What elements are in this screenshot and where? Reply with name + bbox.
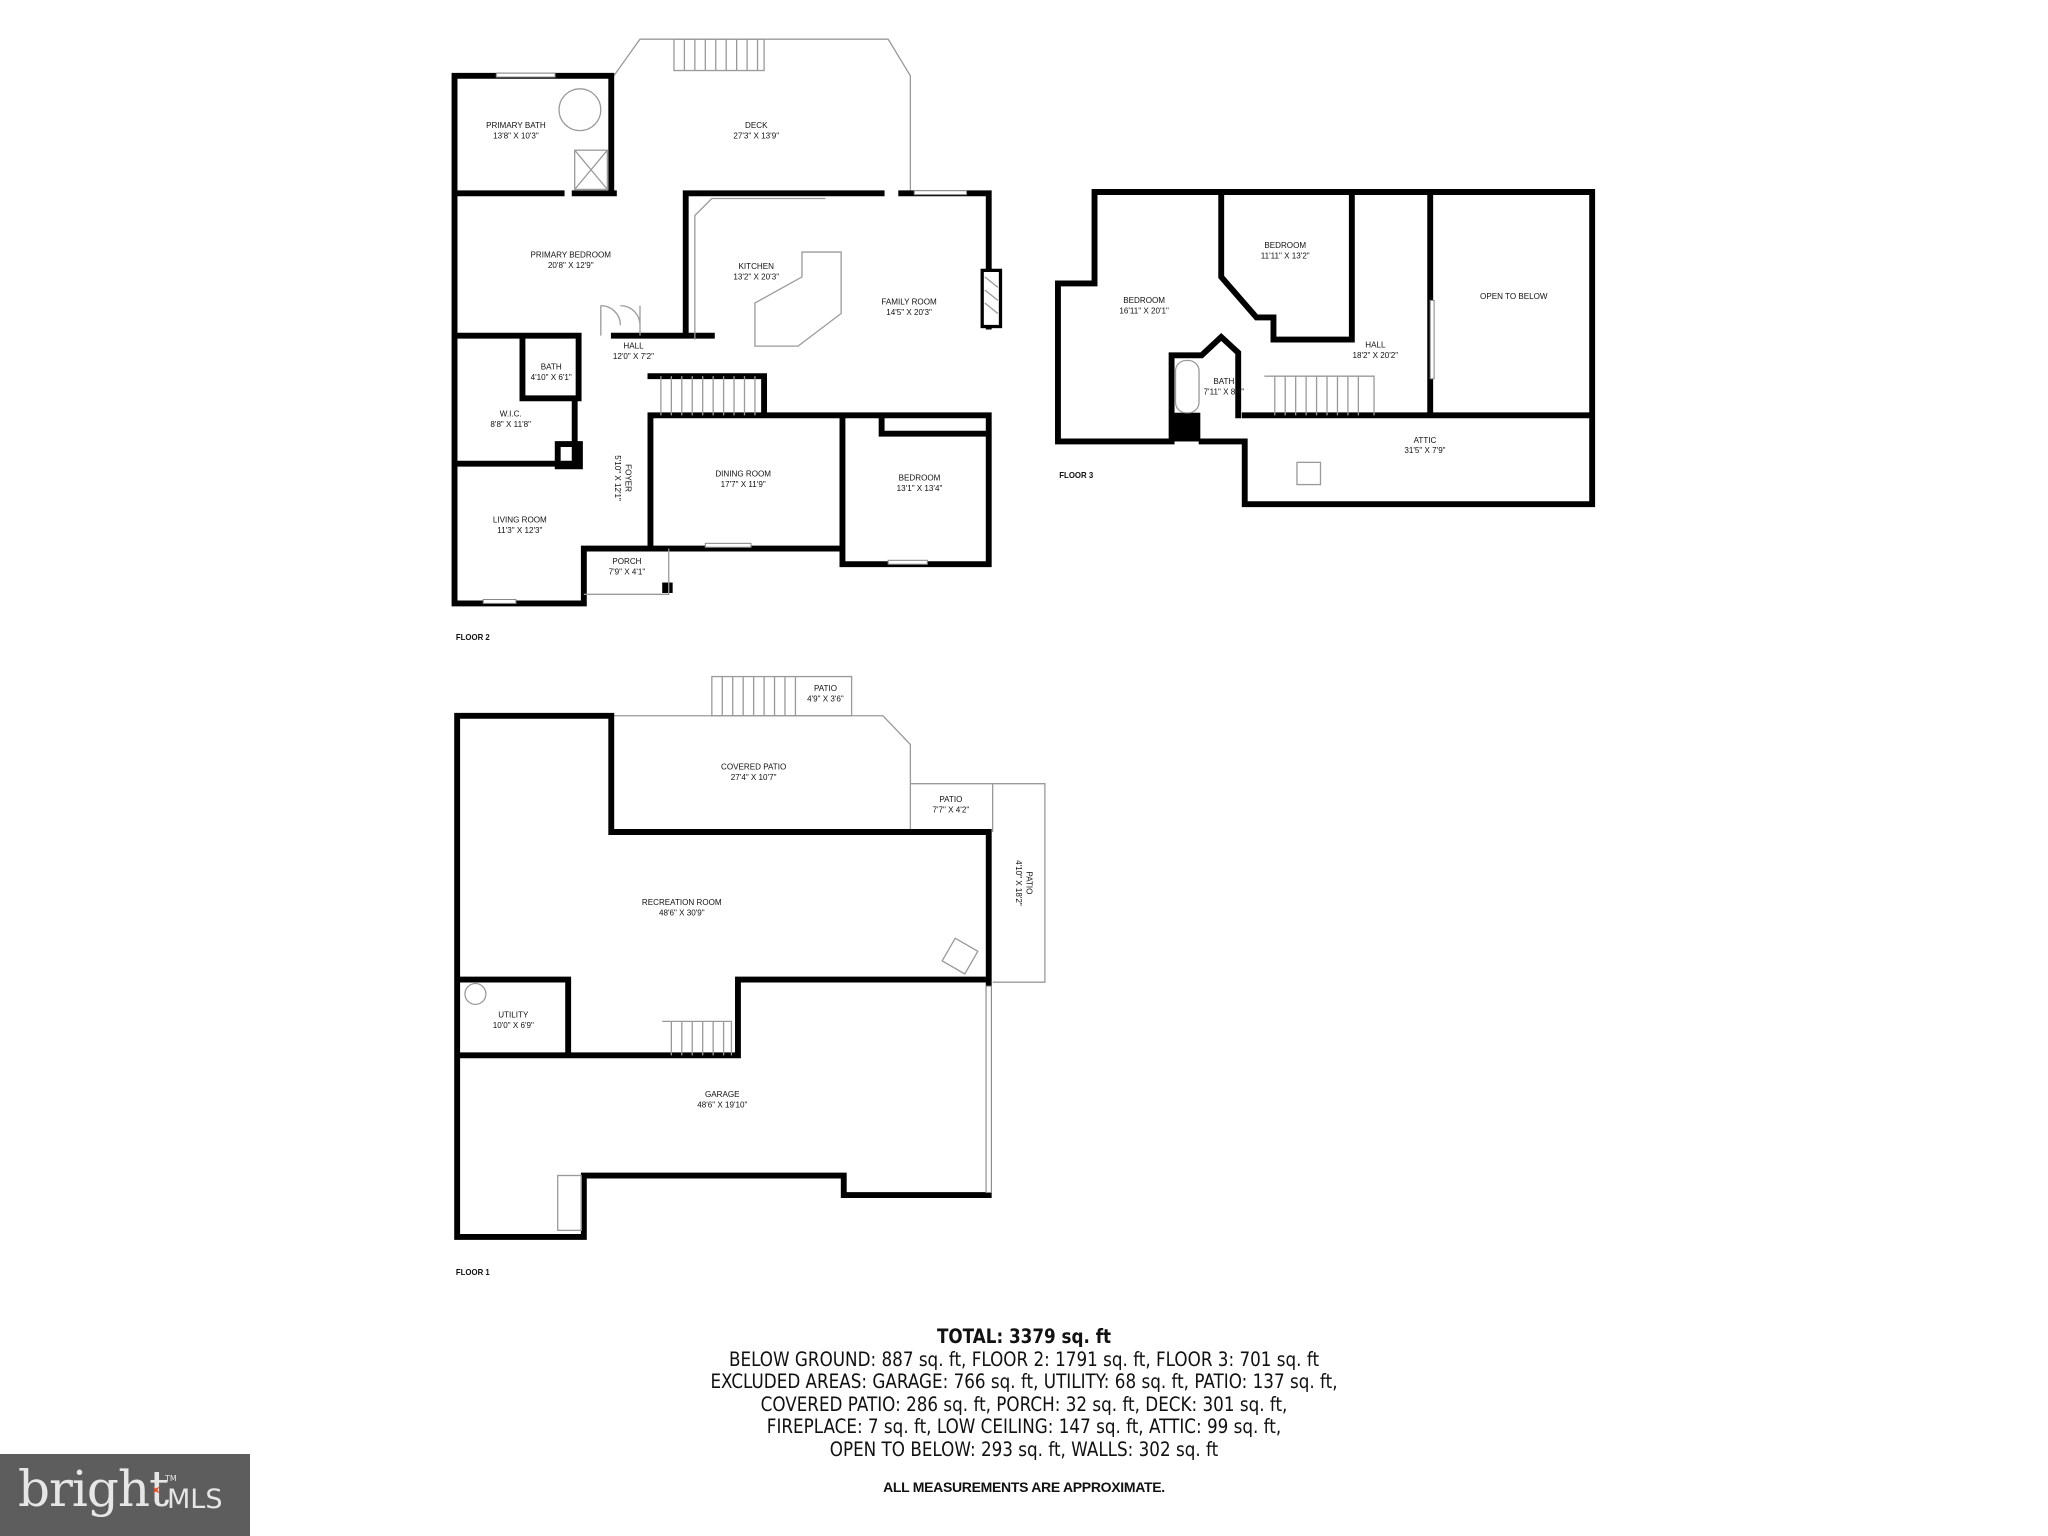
logo-suffix: MLS	[167, 1484, 223, 1515]
room-name: OPEN TO BELOW	[1480, 292, 1548, 301]
room-dims: 7'9" X 4'1"	[609, 568, 646, 577]
chimney	[1171, 412, 1201, 442]
covered-patio-outline	[611, 715, 1046, 983]
room-dims: 4'9" X 3'6"	[807, 694, 844, 703]
room-dims: 31'5" X 7'9"	[1404, 446, 1445, 455]
room-dims: 13'2" X 20'3"	[733, 273, 779, 282]
room-name: HALL	[1365, 340, 1386, 349]
room-name: UTILITY	[498, 1010, 529, 1019]
area-summary: TOTAL: 3379 sq. ft BELOW GROUND: 887 sq.…	[0, 1325, 2048, 1495]
stairs	[662, 1020, 733, 1056]
kitchen-island	[754, 251, 842, 347]
stairs	[660, 376, 756, 416]
room-name: DECK	[745, 121, 768, 130]
fireplace	[980, 268, 1003, 329]
summary-line: OPEN TO BELOW: 293 sq. ft, WALLS: 302 sq…	[829, 1437, 1219, 1461]
room-dims: 27'3" X 13'9"	[733, 131, 779, 140]
garage-door	[985, 985, 992, 1194]
disclaimer: ALL MEASUREMENTS ARE APPROXIMATE.	[883, 1479, 1165, 1495]
deck-outline	[613, 38, 912, 194]
room-dims: 10'0" X 6'9"	[493, 1021, 534, 1030]
bathtub	[1174, 359, 1200, 414]
room-dims: 8'8" X 11'8"	[490, 420, 531, 429]
deck-stairs	[673, 38, 765, 72]
room-name: PATIO	[1025, 871, 1034, 894]
room-dims: 20'8" X 12'9"	[548, 261, 594, 270]
kitchen-counter	[694, 197, 826, 340]
porch-outline	[583, 548, 670, 595]
water-heater	[464, 982, 487, 1006]
room-name: COVERED PATIO	[721, 762, 786, 771]
summary-line: BELOW GROUND: 887 sq. ft, FLOOR 2: 1791 …	[728, 1347, 1320, 1371]
stairs	[1264, 375, 1375, 416]
room-name: FAMILY ROOM	[881, 297, 937, 306]
room-dims: 13'1" X 13'4"	[897, 484, 943, 493]
shower	[574, 149, 608, 191]
floor-3-plan: BEDROOM 16'11" X 20'1" BEDROOM 11'11" X …	[1055, 189, 1596, 508]
total-area: TOTAL: 3379 sq. ft	[936, 1325, 1112, 1348]
room-name: BEDROOM	[899, 474, 941, 483]
room-name: PATIO	[814, 684, 837, 693]
room-dims: 17'7" X 11'9"	[721, 480, 766, 489]
room-name: BATH	[541, 363, 562, 372]
attic-hatch	[1296, 461, 1322, 486]
floor-label: FLOOR 3	[1059, 471, 1094, 480]
room-name: FOYER	[624, 464, 633, 492]
logo-brand: bright	[18, 1460, 169, 1518]
fireplace	[941, 937, 979, 975]
floor-3-walls	[1055, 189, 1596, 508]
summary-line: EXCLUDED AREAS: GARAGE: 766 sq. ft, UTIL…	[710, 1370, 1338, 1393]
room-dims: 48'6" X 30'9"	[659, 909, 705, 918]
room-dims: 7'11" X 8'4"	[1204, 387, 1245, 396]
room-dims: 11'11" X 13'2"	[1261, 252, 1310, 261]
room-name: ATTIC	[1414, 436, 1437, 445]
room-name: KITCHEN	[739, 262, 775, 271]
room-dims: 16'11" X 20'1"	[1119, 306, 1169, 315]
room-dims: 4'10" X 18'2"	[1014, 860, 1023, 906]
room-dims: 18'2" X 20'2"	[1353, 351, 1399, 360]
summary-line: FIREPLACE: 7 sq. ft, LOW CEILING: 147 sq…	[766, 1415, 1282, 1438]
patio-stairs	[721, 676, 797, 716]
room-dims: 7'7" X 4'2"	[933, 805, 970, 814]
room-dims: 11'3" X 12'3"	[497, 526, 542, 535]
tub	[558, 88, 602, 132]
room-name: BEDROOM	[1264, 241, 1306, 250]
room-dims: 48'6" X 19'10"	[697, 1101, 747, 1110]
porch-post	[662, 582, 673, 593]
room-dims: 27'4" X 10'7"	[731, 773, 777, 782]
room-dims: 14'5" X 20'3"	[886, 308, 932, 317]
room-name: PRIMARY BATH	[486, 121, 546, 130]
floor-2-plan: PRIMARY BATH 13'8" X 10'3" DECK 27'3" X …	[451, 38, 1003, 642]
bright-mls-logo: bright TM MLS	[0, 1454, 250, 1536]
floor-2-walls	[451, 72, 992, 607]
room-name: BEDROOM	[1123, 296, 1165, 305]
room-name: PORCH	[612, 557, 641, 566]
room-name: DINING ROOM	[715, 470, 771, 479]
room-name: BATH	[1213, 377, 1234, 386]
room-dims: 12'0" X 7'2"	[613, 352, 654, 361]
room-name: PRIMARY BEDROOM	[531, 250, 612, 259]
floor-label: FLOOR 2	[456, 633, 491, 642]
logo-tm: TM	[165, 1474, 177, 1483]
room-dims: 13'8" X 10'3"	[493, 131, 539, 140]
room-dims: 4'10" X 6'1"	[531, 373, 572, 382]
room-name: RECREATION ROOM	[642, 898, 722, 907]
floor-1-walls	[454, 712, 992, 1240]
summary-line: COVERED PATIO: 286 sq. ft, PORCH: 32 sq.…	[760, 1392, 1288, 1416]
room-dims: 5'10" X 12'1"	[613, 455, 622, 501]
floor-label: FLOOR 1	[456, 1268, 491, 1277]
room-name: GARAGE	[705, 1090, 740, 1099]
patio-outline	[711, 675, 853, 717]
room-name: PATIO	[939, 795, 962, 804]
room-name: HALL	[623, 342, 644, 351]
room-name: W.I.C.	[500, 410, 522, 419]
room-name: LIVING ROOM	[493, 515, 547, 524]
floor-1-plan: PATIO 4'9" X 3'6" COVERED PATIO 27'4" X …	[454, 675, 1046, 1277]
